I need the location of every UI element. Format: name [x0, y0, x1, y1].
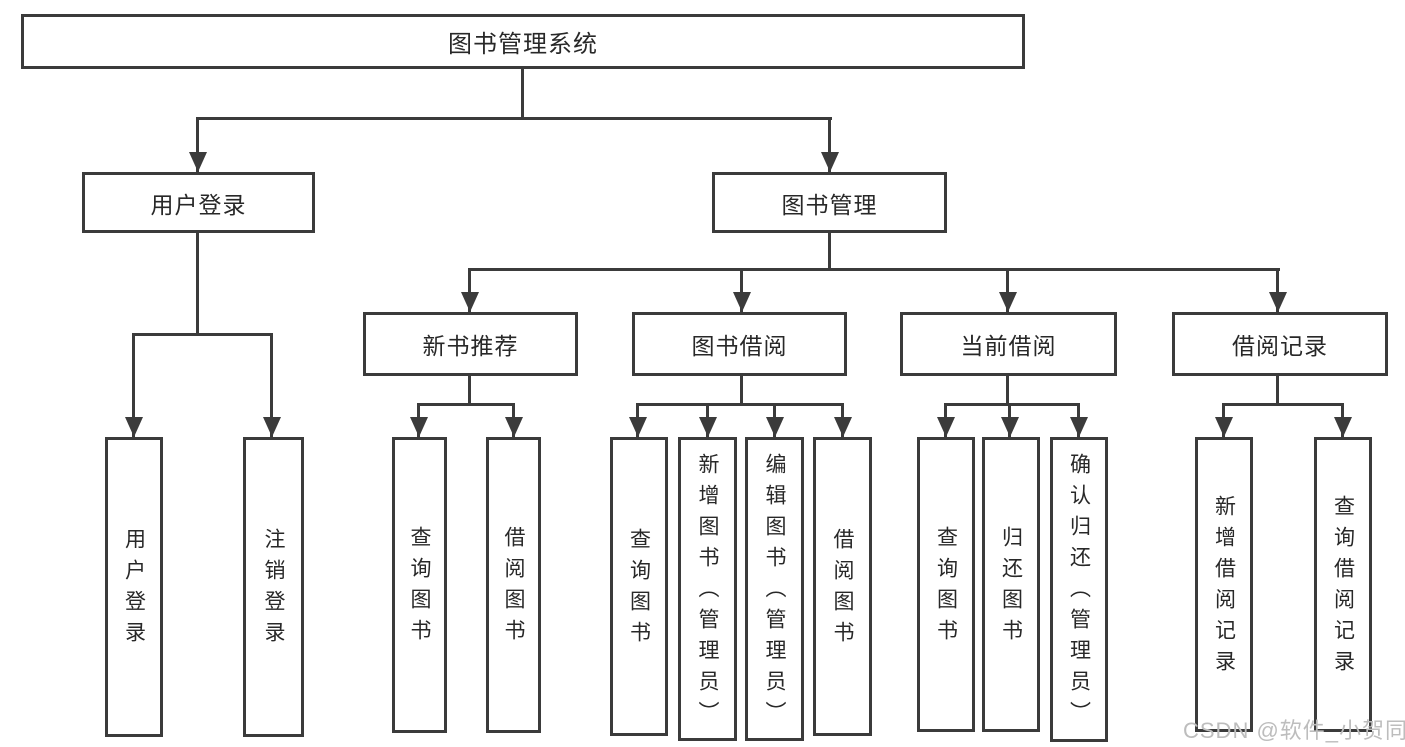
connector-line	[828, 233, 831, 271]
leaf-borrow-query-books: 查询图书	[610, 437, 668, 736]
connector-line	[1006, 376, 1009, 405]
connector-line	[196, 117, 832, 120]
leaf-current-query-books: 查询图书	[917, 437, 975, 732]
leaf-current-confirm-return-admin: 确认归还（管理员）	[1050, 437, 1108, 742]
leaf-records-query-record: 查询借阅记录	[1314, 437, 1372, 732]
connector-line	[521, 69, 524, 120]
arrowhead-down-icon	[263, 417, 281, 437]
node-book-borrowing: 图书借阅	[632, 312, 847, 376]
node-user-login-branch: 用户登录	[82, 172, 315, 233]
connector-line	[270, 333, 273, 437]
leaf-borrow-add-books-admin: 新增图书（管理员）	[678, 437, 737, 741]
node-new-book-recommendation: 新书推荐	[363, 312, 578, 376]
arrowhead-down-icon	[1215, 417, 1233, 437]
arrowhead-down-icon	[834, 417, 852, 437]
arrowhead-down-icon	[125, 417, 143, 437]
arrowhead-down-icon	[699, 417, 717, 437]
connector-line	[468, 268, 471, 312]
node-root: 图书管理系统	[21, 14, 1025, 69]
connector-line	[740, 376, 743, 405]
arrowhead-down-icon	[1334, 417, 1352, 437]
connector-line	[1276, 376, 1279, 405]
leaf-current-return-books: 归还图书	[982, 437, 1040, 732]
arrowhead-down-icon	[1070, 417, 1088, 437]
arrowhead-down-icon	[629, 417, 647, 437]
leaf-user-login: 用户登录	[105, 437, 163, 737]
connector-line	[1276, 268, 1279, 312]
leaf-logout: 注销登录	[243, 437, 304, 737]
connector-line	[828, 117, 831, 172]
connector-line	[468, 376, 471, 405]
leaf-borrow-borrow-books: 借阅图书	[813, 437, 872, 736]
node-current-borrowing: 当前借阅	[900, 312, 1117, 376]
node-borrowing-records: 借阅记录	[1172, 312, 1388, 376]
arrowhead-down-icon	[410, 417, 428, 437]
connector-line	[944, 403, 1080, 406]
connector-line	[196, 117, 199, 172]
connector-line	[132, 333, 135, 437]
leaf-recommend-borrow-books: 借阅图书	[486, 437, 541, 733]
connector-line	[196, 233, 199, 336]
arrowhead-down-icon	[733, 292, 751, 312]
arrowhead-down-icon	[461, 292, 479, 312]
node-book-management: 图书管理	[712, 172, 947, 233]
arrowhead-down-icon	[821, 152, 839, 172]
connector-line	[1222, 403, 1344, 406]
connector-line	[132, 333, 273, 336]
arrowhead-down-icon	[505, 417, 523, 437]
watermark: CSDN @软件_小贺同学	[1183, 718, 1405, 743]
connector-line	[468, 268, 1280, 271]
arrowhead-down-icon	[937, 417, 955, 437]
connector-line	[417, 403, 515, 406]
leaf-recommend-query-books: 查询图书	[392, 437, 447, 733]
connector-line	[636, 403, 844, 406]
leaf-borrow-edit-books-admin: 编辑图书（管理员）	[745, 437, 804, 741]
arrowhead-down-icon	[189, 152, 207, 172]
leaf-records-add-record: 新增借阅记录	[1195, 437, 1253, 732]
connector-line	[740, 268, 743, 312]
arrowhead-down-icon	[1269, 292, 1287, 312]
arrowhead-down-icon	[766, 417, 784, 437]
arrowhead-down-icon	[1001, 417, 1019, 437]
connector-line	[1006, 268, 1009, 312]
arrowhead-down-icon	[999, 292, 1017, 312]
